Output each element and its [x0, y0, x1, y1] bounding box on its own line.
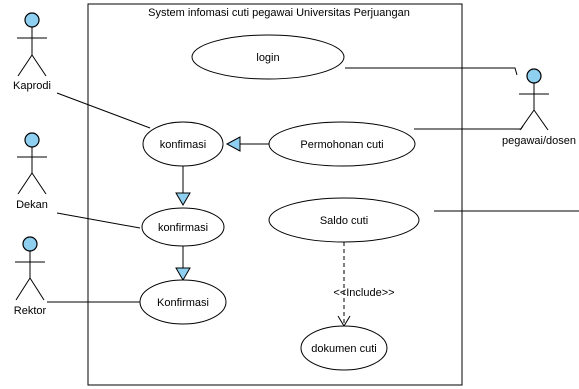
actor-dekan-label: Dekan — [16, 199, 48, 211]
usecase-konfirmasi-rektor[interactable]: Konfirmasi — [139, 279, 227, 325]
include-label: <<Include>> — [333, 287, 394, 299]
assoc-login-pegawai — [345, 67, 518, 76]
usecase-saldo-label: Saldo cuti — [320, 215, 368, 227]
usecase-saldo-cuti[interactable]: Saldo cuti — [268, 197, 420, 243]
assoc-kaprodi-konfimasi — [56, 92, 151, 129]
usecase-konfirmasi2-label: Konfirmasi — [157, 297, 209, 309]
actor-pegawai-dosen[interactable]: pegawai/dosen — [502, 68, 576, 147]
usecase-konfirmasi-label: konfirmasi — [158, 222, 208, 234]
actor-head-icon — [24, 12, 40, 28]
usecase-login[interactable]: login — [191, 34, 345, 80]
usecase-konfirmasi[interactable]: konfirmasi — [141, 207, 225, 247]
actor-head-icon — [22, 236, 38, 252]
actor-kaprodi[interactable]: Kaprodi — [13, 12, 51, 92]
usecase-dokumen-cuti[interactable]: dokumen cuti — [300, 325, 388, 371]
usecase-konfimasi-label: konfimasi — [160, 139, 206, 151]
actor-pegawai-label: pegawai/dosen — [502, 135, 576, 147]
actor-dekan[interactable]: Dekan — [16, 132, 48, 211]
generalization-arrow-2 — [175, 192, 191, 206]
generalization-arrow-3 — [175, 267, 191, 281]
generalization-arrow-1 — [225, 136, 241, 152]
usecase-konfimasi[interactable]: konfimasi — [142, 121, 224, 167]
actor-head-icon — [24, 132, 40, 148]
actor-rektor-label: Rektor — [14, 305, 47, 317]
usecase-login-label: login — [256, 52, 279, 64]
actor-rektor[interactable]: Rektor — [14, 236, 47, 317]
actor-kaprodi-label: Kaprodi — [13, 80, 51, 92]
usecase-permohonan-cuti[interactable]: Permohonan cuti — [268, 121, 416, 167]
system-title: System infomasi cuti pegawai Universitas… — [148, 7, 410, 19]
assoc-dekan-konfirmasi — [56, 212, 141, 229]
usecase-dokumen-label: dokumen cuti — [311, 343, 376, 355]
actor-head-icon — [526, 68, 542, 84]
usecase-permohonan-label: Permohonan cuti — [300, 139, 383, 151]
